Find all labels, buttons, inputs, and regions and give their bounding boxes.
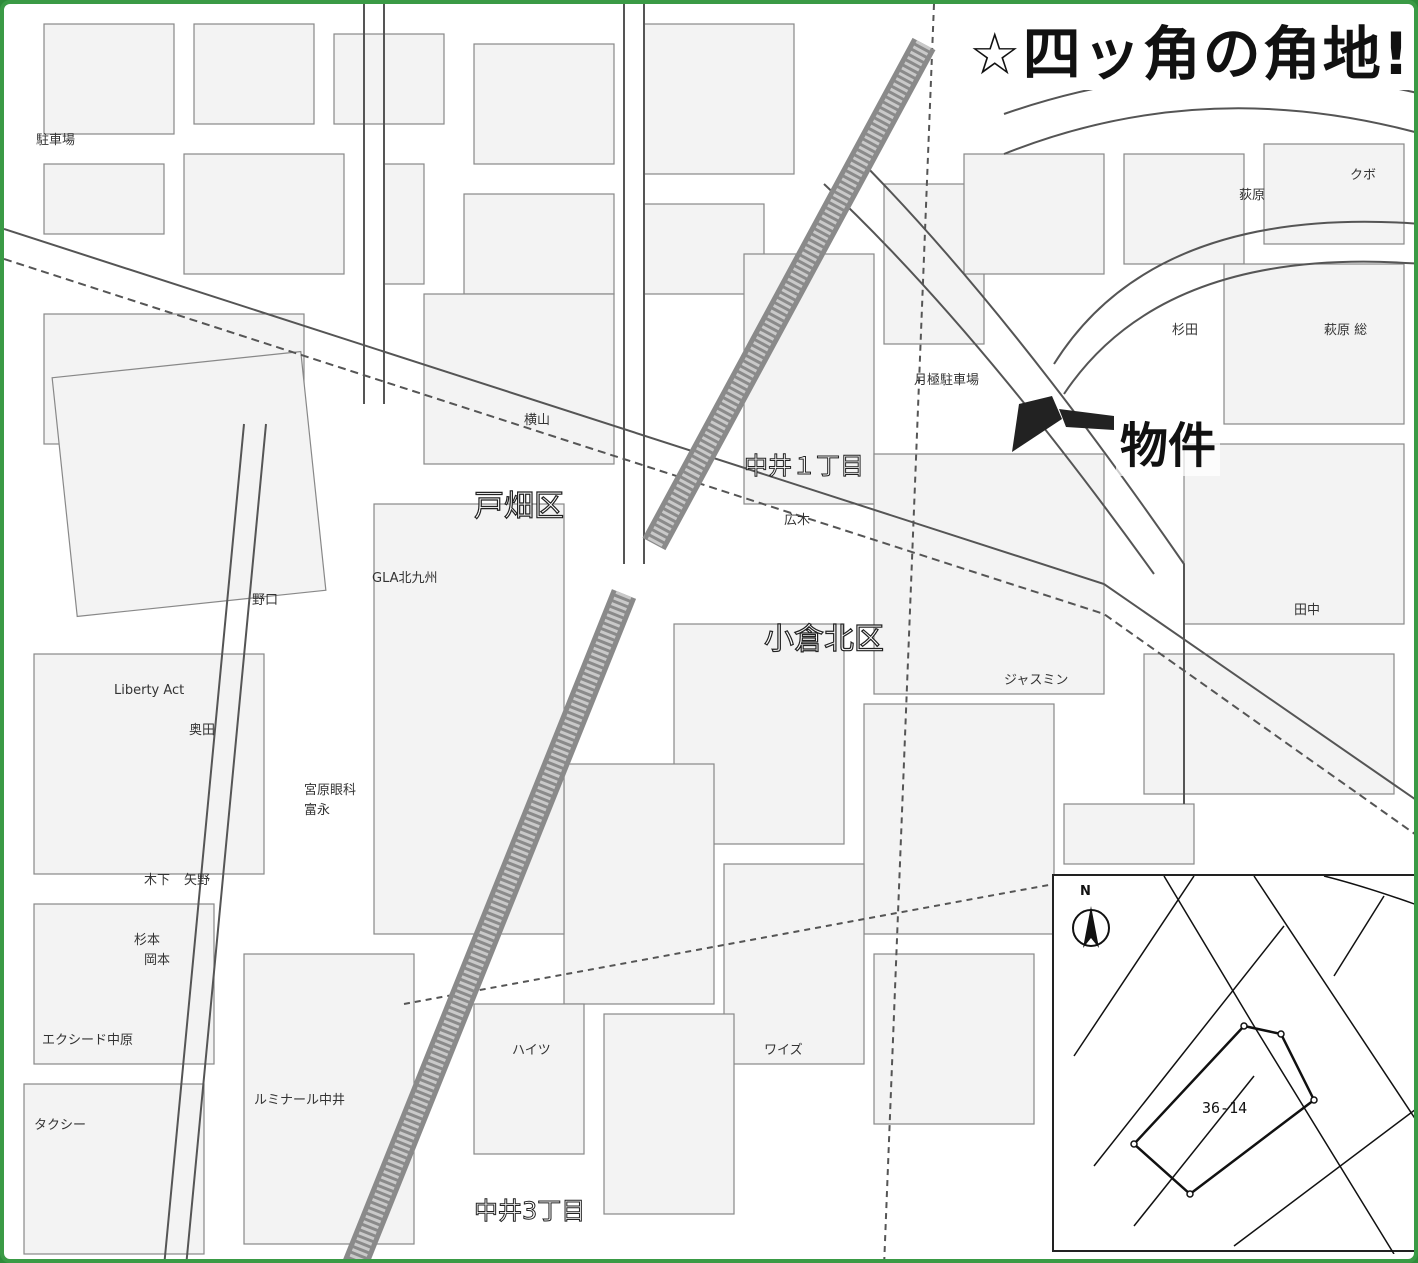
map-label: ワイズ [764, 1042, 803, 1058]
lot-number: 36-14 [1202, 1099, 1248, 1117]
map-label: クボ [1350, 168, 1376, 183]
map-label: GLA北九州 [372, 571, 438, 586]
map-label: ハイツ [512, 1043, 551, 1058]
map-label: 広木 [784, 513, 810, 528]
map-label: 横山 [524, 413, 550, 428]
railway [343, 37, 936, 1259]
map-label: ルミナール中井 [254, 1093, 345, 1108]
lot-plan [1072, 876, 1414, 1254]
lot-lines [1073, 876, 1414, 1254]
lot-inset-map [1052, 874, 1414, 1254]
map-label: 富永 [304, 802, 330, 818]
map-label: ジャスミン [1004, 673, 1068, 688]
map-label: 杉田 [1172, 323, 1198, 338]
north-label: N [1080, 884, 1091, 899]
lot-outline [1132, 1024, 1316, 1196]
map-label: エクシード中原 [42, 1033, 133, 1048]
map-label: 田中 [1294, 603, 1320, 618]
north-arrow-icon [1072, 906, 1110, 948]
chome-nakai-3: 中井3丁目 [474, 1197, 585, 1225]
district-tobata: 戸畑区 [474, 489, 564, 524]
map-label: 野口 [252, 593, 278, 608]
district-kokurakita: 小倉北区 [764, 622, 884, 657]
map-label: 駐車場 [36, 133, 75, 148]
headline-banner: ☆四ッ角の角地! [962, 8, 1414, 90]
map-label: 矢野 [184, 873, 210, 888]
map-label: 岡本 [144, 953, 170, 968]
map-label: Liberty Act [114, 683, 184, 698]
map-label: 宮原眼科 [304, 782, 356, 798]
map-label: 木下 [144, 873, 170, 888]
map-label: 荻原 [1239, 188, 1265, 203]
roads [4, 4, 1414, 1259]
block-grid [23, 23, 1405, 1255]
map-label: 奥田 [189, 723, 215, 738]
street-map: 戸畑区 小倉北区 中井１丁目 中井3丁目 駐車場 月極駐車場 GLA北九州 エク… [4, 4, 1414, 1259]
property-label: 物件 [1116, 406, 1221, 476]
property-marker [1012, 396, 1114, 452]
map-label: 月極駐車場 [914, 372, 979, 388]
map-label: タクシー [34, 1118, 86, 1133]
map-label: 杉本 [134, 933, 160, 948]
map-label: 萩原 総 [1324, 323, 1367, 338]
chome-nakai-1: 中井１丁目 [744, 452, 864, 480]
